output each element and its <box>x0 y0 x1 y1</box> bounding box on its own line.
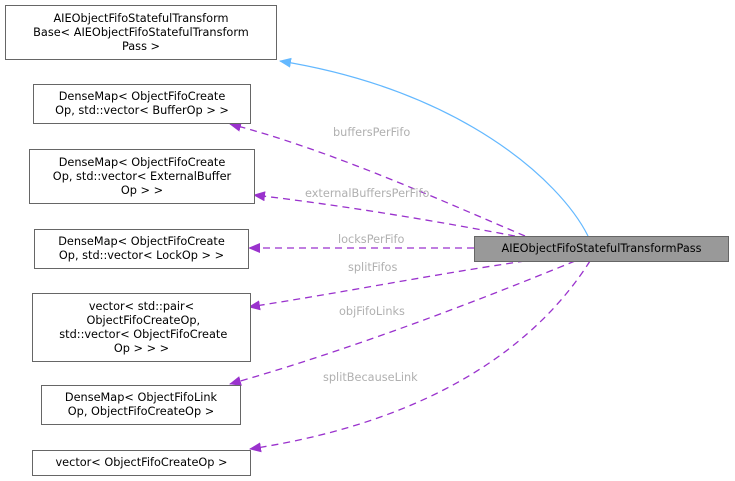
edge-label-splitBecauseLink: splitBecauseLink <box>323 371 418 384</box>
edge-inheritance-base <box>279 57 589 237</box>
edge-label-locksPerFifo: locksPerFifo <box>338 233 405 246</box>
node-base-class[interactable]: AIEObjectFifoStatefulTransform Base< AIE… <box>5 5 277 60</box>
edge-splitFifos <box>248 260 526 311</box>
node-obj-fifo-links-type[interactable]: DenseMap< ObjectFifoLink Op, ObjectFifoC… <box>41 385 241 425</box>
node-buffers-per-fifo-type[interactable]: DenseMap< ObjectFifoCreate Op, std::vect… <box>33 84 251 124</box>
node-split-fifos-type[interactable]: vector< std::pair< ObjectFifoCreateOp, s… <box>32 293 251 362</box>
edge-externalBuffersPerFifo <box>253 191 516 237</box>
edge-label-buffersPerFifo: buffersPerFifo <box>333 126 411 139</box>
edge-label-objFifoLinks: objFifoLinks <box>339 305 405 318</box>
node-external-buffers-per-fifo-type[interactable]: DenseMap< ObjectFifoCreate Op, std::vect… <box>29 149 255 204</box>
edge-label-externalBuffersPerFifo: externalBuffersPerFifo <box>305 187 430 200</box>
node-locks-per-fifo-type[interactable]: DenseMap< ObjectFifoCreate Op, std::vect… <box>34 229 249 269</box>
edge-splitBecauseLink <box>249 260 591 453</box>
edge-label-splitFifos: splitFifos <box>348 261 398 274</box>
edge-objFifoLinks <box>229 260 576 386</box>
edge-buffersPerFifo <box>229 121 526 237</box>
node-main-class[interactable]: AIEObjectFifoStatefulTransformPass <box>474 236 729 262</box>
node-split-because-link-type[interactable]: vector< ObjectFifoCreateOp > <box>32 450 251 476</box>
